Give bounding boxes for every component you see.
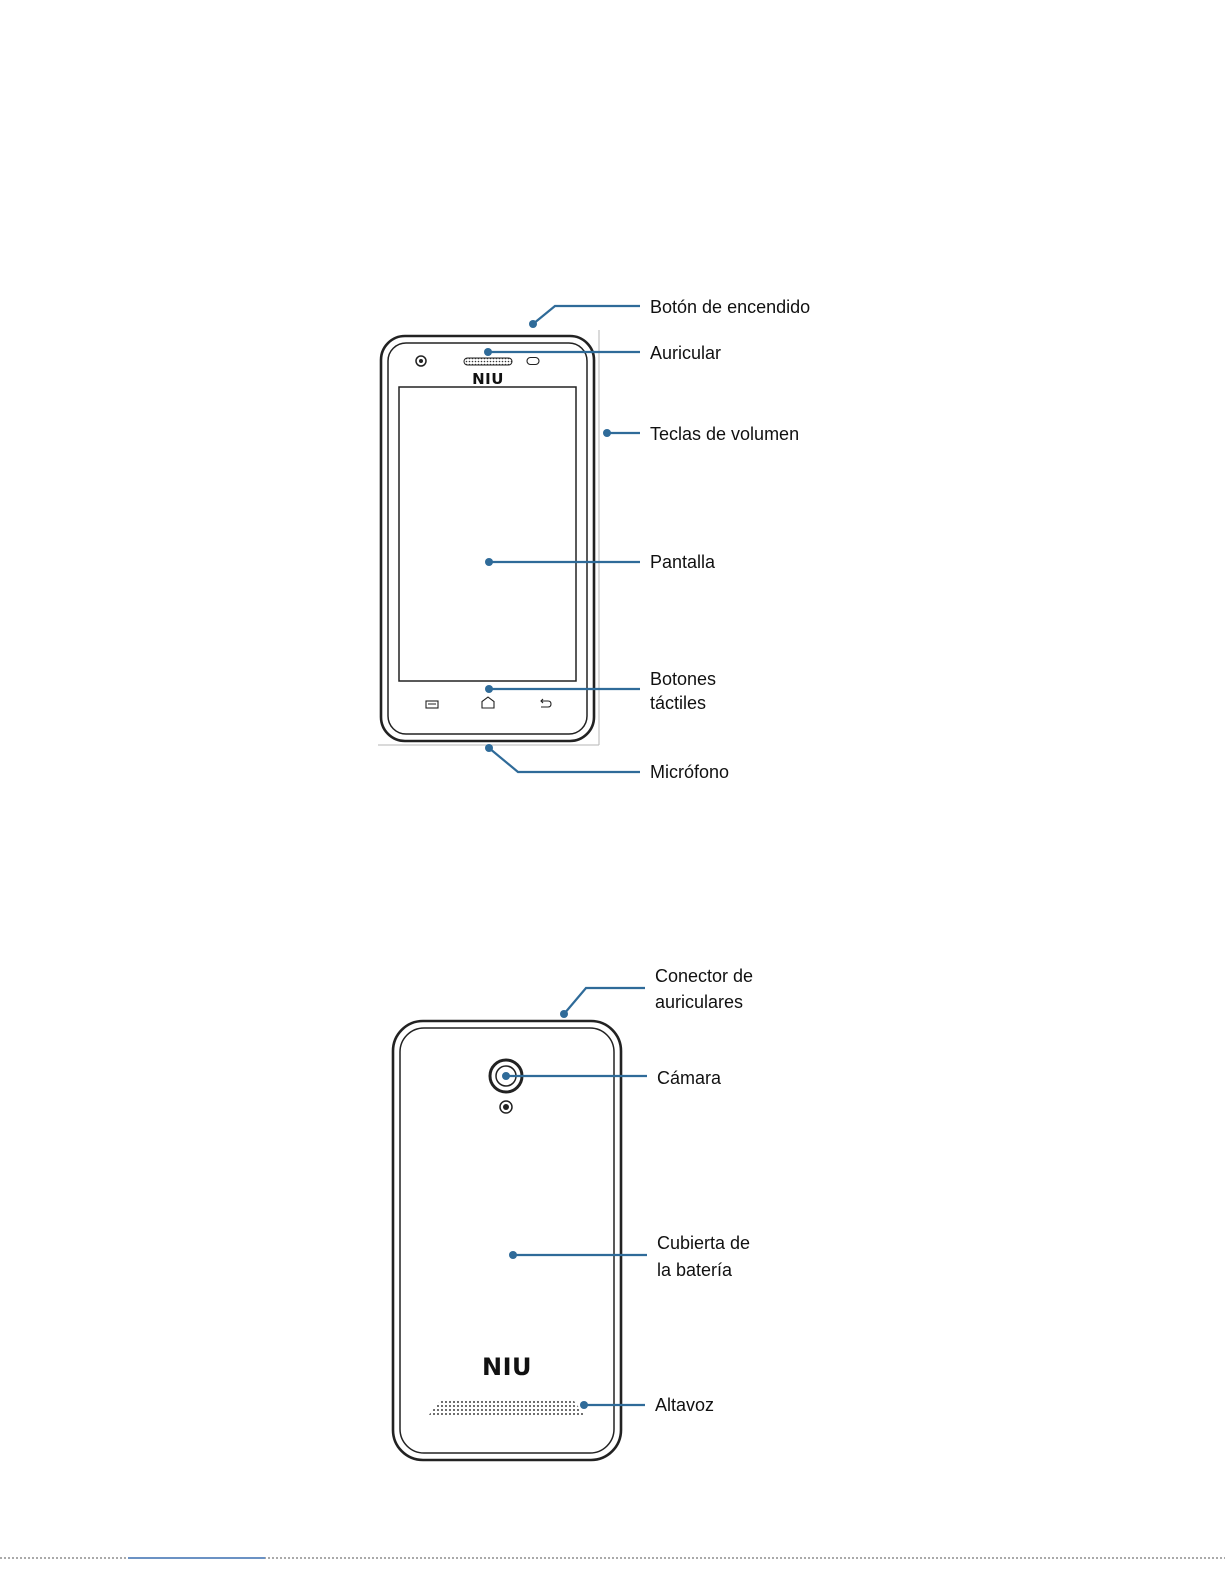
front-view: NIU xyxy=(378,330,599,745)
label-touch-buttons-line2: táctiles xyxy=(650,693,706,713)
back-body-outer xyxy=(393,1021,621,1460)
callout-headphone-jack: Conector de auriculares xyxy=(560,966,753,1018)
callout-volume-keys: Teclas de volumen xyxy=(603,424,799,444)
label-screen: Pantalla xyxy=(650,552,716,572)
label-power-button: Botón de encendido xyxy=(650,297,810,317)
label-headphone-jack-line2: auriculares xyxy=(655,992,743,1012)
label-battery-cover-line2: la batería xyxy=(657,1260,733,1280)
earpiece-grille-icon xyxy=(464,358,512,365)
back-view: NIU xyxy=(393,1021,621,1460)
front-logo: NIU xyxy=(472,370,504,388)
label-touch-buttons-line1: Botones xyxy=(650,669,716,689)
callout-microphone: Micrófono xyxy=(485,744,729,782)
label-earpiece: Auricular xyxy=(650,343,721,363)
label-camera: Cámara xyxy=(657,1068,722,1088)
speaker-grille-icon xyxy=(428,1401,585,1416)
label-microphone: Micrófono xyxy=(650,762,729,782)
label-battery-cover-line1: Cubierta de xyxy=(657,1233,750,1253)
label-headphone-jack-line1: Conector de xyxy=(655,966,753,986)
back-logo: NIU xyxy=(482,1353,532,1381)
label-volume-keys: Teclas de volumen xyxy=(650,424,799,444)
label-speaker: Altavoz xyxy=(655,1395,714,1415)
callout-power-button: Botón de encendido xyxy=(529,297,810,328)
